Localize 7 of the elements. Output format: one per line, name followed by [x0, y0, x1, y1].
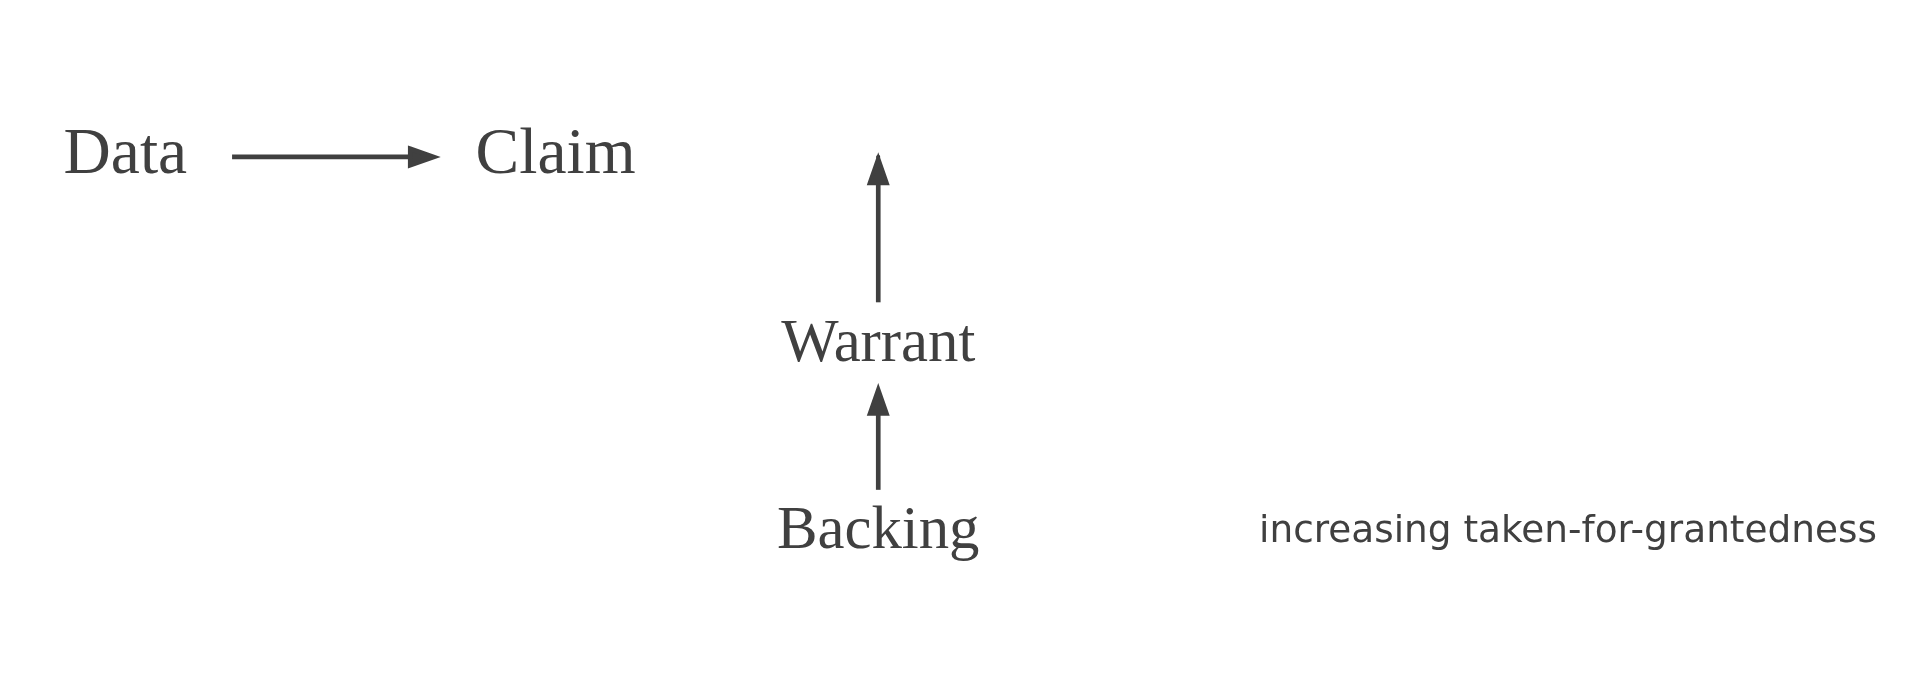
- node-text: Warrant: [781, 306, 976, 374]
- arrow: [232, 144, 441, 168]
- node-text: Backing: [776, 493, 980, 561]
- arrow: [866, 382, 890, 490]
- label: increasing taken-for-grantedness: [1259, 506, 1877, 551]
- node-text: Claim: [475, 114, 636, 187]
- node-text: Data: [63, 114, 188, 187]
